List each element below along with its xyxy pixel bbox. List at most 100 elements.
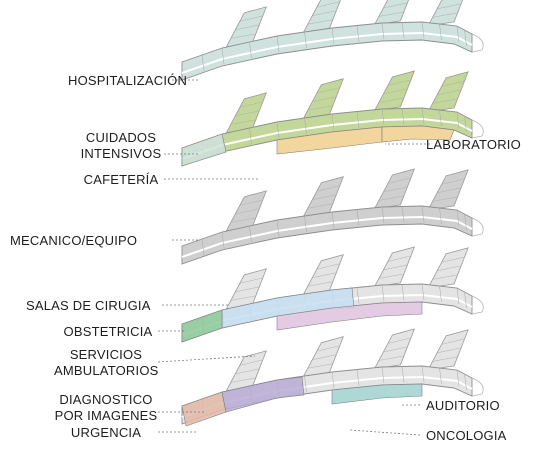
wing-gridline (316, 263, 340, 270)
label-urgencia: URGENCIA (70, 425, 142, 440)
wing-gridline (432, 274, 458, 280)
room-divider (439, 109, 442, 127)
corridor (181, 31, 473, 74)
room-divider (331, 211, 335, 229)
wing-gridline (312, 272, 337, 278)
room-divider (464, 29, 467, 47)
room-divider (276, 219, 280, 237)
room-divider (356, 25, 360, 42)
room-divider (381, 206, 385, 224)
wing-gridline (432, 196, 458, 202)
corridor (181, 215, 473, 258)
wing-gridline (235, 286, 260, 293)
wing (427, 169, 469, 211)
room-divider (221, 231, 225, 249)
leader-line (157, 355, 256, 363)
label-obstetricia: OBSTETRICIA (63, 324, 153, 339)
room-divider (421, 283, 425, 301)
wing (373, 168, 416, 210)
floor-mecanico-equipo (181, 168, 484, 265)
room-divider (356, 369, 360, 386)
room-divider (201, 238, 205, 256)
room-divider (456, 25, 460, 43)
room-divider (464, 291, 467, 309)
wing (373, 0, 409, 26)
zone-servicios-ambulatorios (276, 301, 423, 331)
room-divider (464, 115, 467, 133)
room-divider (276, 121, 280, 139)
wing (373, 70, 416, 112)
wing (373, 246, 416, 288)
wing-gridline (312, 96, 337, 102)
room-divider (456, 209, 460, 227)
wing-gridline (312, 354, 337, 360)
wing-gridline (437, 89, 462, 96)
floor-salas-de-cirugia (181, 246, 484, 343)
wing (427, 329, 469, 371)
room-divider (464, 373, 467, 391)
label-ambulatorios: AMBULATORIOS (54, 363, 159, 378)
wing-gridline (437, 265, 462, 272)
room-divider (456, 369, 460, 387)
wing-gridline (441, 178, 465, 185)
wing (427, 247, 469, 289)
room-divider (381, 22, 385, 40)
room-divider (331, 27, 335, 45)
room-divider (439, 23, 442, 41)
terrace-edge (471, 119, 484, 139)
wing-gridline (378, 195, 404, 201)
floor-cuidados-intensivos (181, 70, 484, 167)
terrace-edge (471, 217, 484, 237)
zone-diagnostico (221, 376, 305, 413)
wing-gridline (387, 79, 411, 86)
corridor (181, 117, 473, 160)
wing-gridline (312, 10, 337, 16)
floor-diagnostico (181, 328, 484, 427)
wing-gridline (316, 1, 340, 8)
terrace-edge (471, 377, 484, 397)
wing-gridline (387, 177, 411, 184)
wing-gridline (235, 110, 260, 117)
room-divider (401, 206, 405, 223)
wing-gridline (239, 199, 263, 206)
room-divider (304, 215, 307, 233)
wing-gridline (437, 347, 462, 354)
wing (302, 254, 344, 296)
label-cafeteria: CAFETERÍA (83, 172, 159, 187)
wing-gridline (316, 87, 340, 94)
wing-gridline (230, 119, 256, 125)
wing-gridline (437, 3, 462, 10)
room-divider (401, 284, 405, 301)
wing-gridline (378, 97, 404, 103)
wing-gridline (230, 33, 256, 39)
room-divider (381, 366, 385, 384)
room-divider (304, 375, 307, 393)
wing-gridline (387, 337, 411, 344)
room-divider (249, 225, 252, 243)
zone-laboratorio (381, 125, 455, 143)
zone-obstetricia (181, 309, 223, 343)
room-divider (276, 35, 280, 53)
wing (373, 328, 416, 370)
room-divider (421, 205, 425, 223)
floor-hospitalizacion (181, 0, 484, 81)
wing-gridline (383, 346, 408, 353)
wing-gridline (432, 356, 458, 362)
wing-gridline (230, 217, 256, 223)
room-divider (456, 111, 460, 129)
room-divider (304, 117, 307, 135)
label-por-imagenes: POR IMAGENES (54, 408, 158, 423)
label-intensivos: INTENSIVOS (80, 146, 162, 161)
room-divider (304, 31, 307, 49)
room-divider (421, 21, 425, 39)
label-cuidados: CUIDADOS (85, 130, 157, 145)
wing-gridline (383, 186, 408, 193)
wing-gridline (230, 295, 256, 301)
wing (302, 176, 344, 218)
wing-gridline (239, 15, 263, 22)
room-divider (401, 22, 405, 39)
wing-gridline (378, 11, 404, 17)
room-divider (356, 209, 360, 226)
wing-gridline (383, 264, 408, 271)
